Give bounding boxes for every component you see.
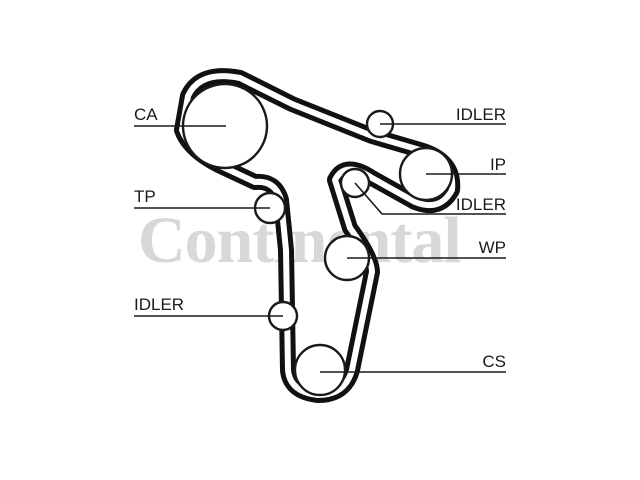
label-idler-mid: IDLER [456,195,506,214]
label-ip: IP [490,155,506,174]
crankshaft-pulley [293,343,347,397]
label-idler-top: IDLER [456,105,506,124]
label-idler-left: IDLER [134,295,184,314]
label-wp: WP [479,238,506,257]
labels: CA TP IDLER IDLER IP IDLER WP CS [134,105,506,371]
label-ca: CA [134,105,158,124]
watermark-text: Continental [138,204,461,277]
label-cs: CS [482,352,506,371]
leader-idler-mid [354,182,506,215]
leader-lines [134,123,506,373]
label-tp: TP [134,187,156,206]
continental-watermark: Continental [138,204,462,277]
